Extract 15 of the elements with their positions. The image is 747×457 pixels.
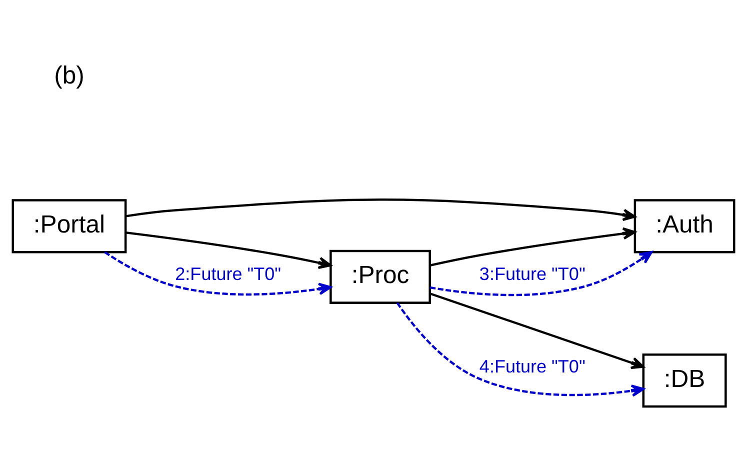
arrow (430, 292, 644, 369)
edge-label: 2:Future "T0" (175, 264, 282, 284)
arrow (396, 302, 644, 396)
node-box: :Proc (330, 249, 431, 304)
arrow (125, 198, 636, 221)
edge-label: 4:Future "T0" (479, 356, 586, 376)
arrow (104, 250, 332, 296)
label: (b) (54, 62, 84, 90)
node-box: :DB (642, 353, 727, 408)
node-box: :Portal (12, 198, 127, 253)
node-box: :Auth (634, 198, 736, 253)
edge-label: 3:Future "T0" (479, 264, 586, 284)
arrow (126, 231, 332, 268)
arrow (430, 250, 653, 296)
arrow (430, 226, 636, 266)
